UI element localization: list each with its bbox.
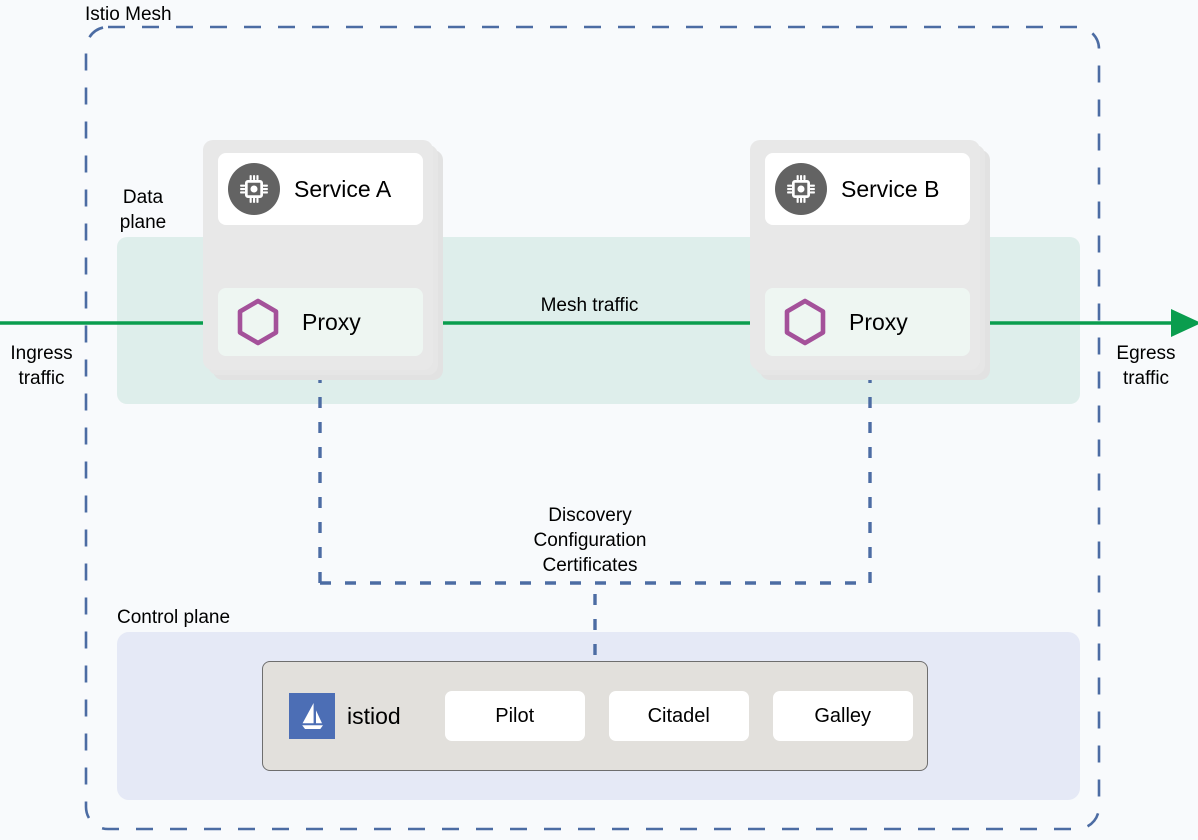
proxy-card[interactable]: Proxy — [218, 288, 423, 356]
hexagon-envoy-icon — [779, 296, 831, 348]
pod-service-b: Service B Proxy — [750, 140, 990, 380]
mesh-title-label: Istio Mesh — [85, 4, 172, 25]
service-card[interactable]: Service A — [218, 153, 423, 225]
istiod-label: istiod — [347, 702, 401, 729]
proxy-name-label: Proxy — [849, 308, 908, 335]
proxy-card[interactable]: Proxy — [765, 288, 970, 356]
control-plane-label: Control plane — [117, 607, 231, 628]
microchip-icon — [228, 163, 280, 215]
pod-service-a: Service A Proxy — [203, 140, 443, 380]
proxy-name-label: Proxy — [302, 308, 361, 335]
component-chip-galley[interactable]: Galley — [772, 691, 913, 741]
mesh-traffic-label: Mesh traffic — [540, 295, 639, 316]
service-name-label: Service A — [294, 175, 392, 202]
microchip-icon — [775, 163, 827, 215]
ingress-traffic-label: Ingress traffic — [10, 343, 73, 389]
istiod-panel: istiod Pilot Citadel Galley — [262, 661, 928, 771]
service-name-label: Service B — [841, 175, 940, 202]
data-plane-label: Data plane — [119, 187, 167, 233]
discovery-configuration-certificates-label: Discovery Configuration Certificates — [533, 505, 647, 576]
hexagon-envoy-icon — [232, 296, 284, 348]
istio-sailboat-logo — [289, 693, 335, 739]
component-chip-pilot[interactable]: Pilot — [444, 691, 585, 741]
egress-traffic-label: Egress traffic — [1116, 343, 1176, 389]
component-chip-citadel[interactable]: Citadel — [608, 691, 749, 741]
service-card[interactable]: Service B — [765, 153, 970, 225]
